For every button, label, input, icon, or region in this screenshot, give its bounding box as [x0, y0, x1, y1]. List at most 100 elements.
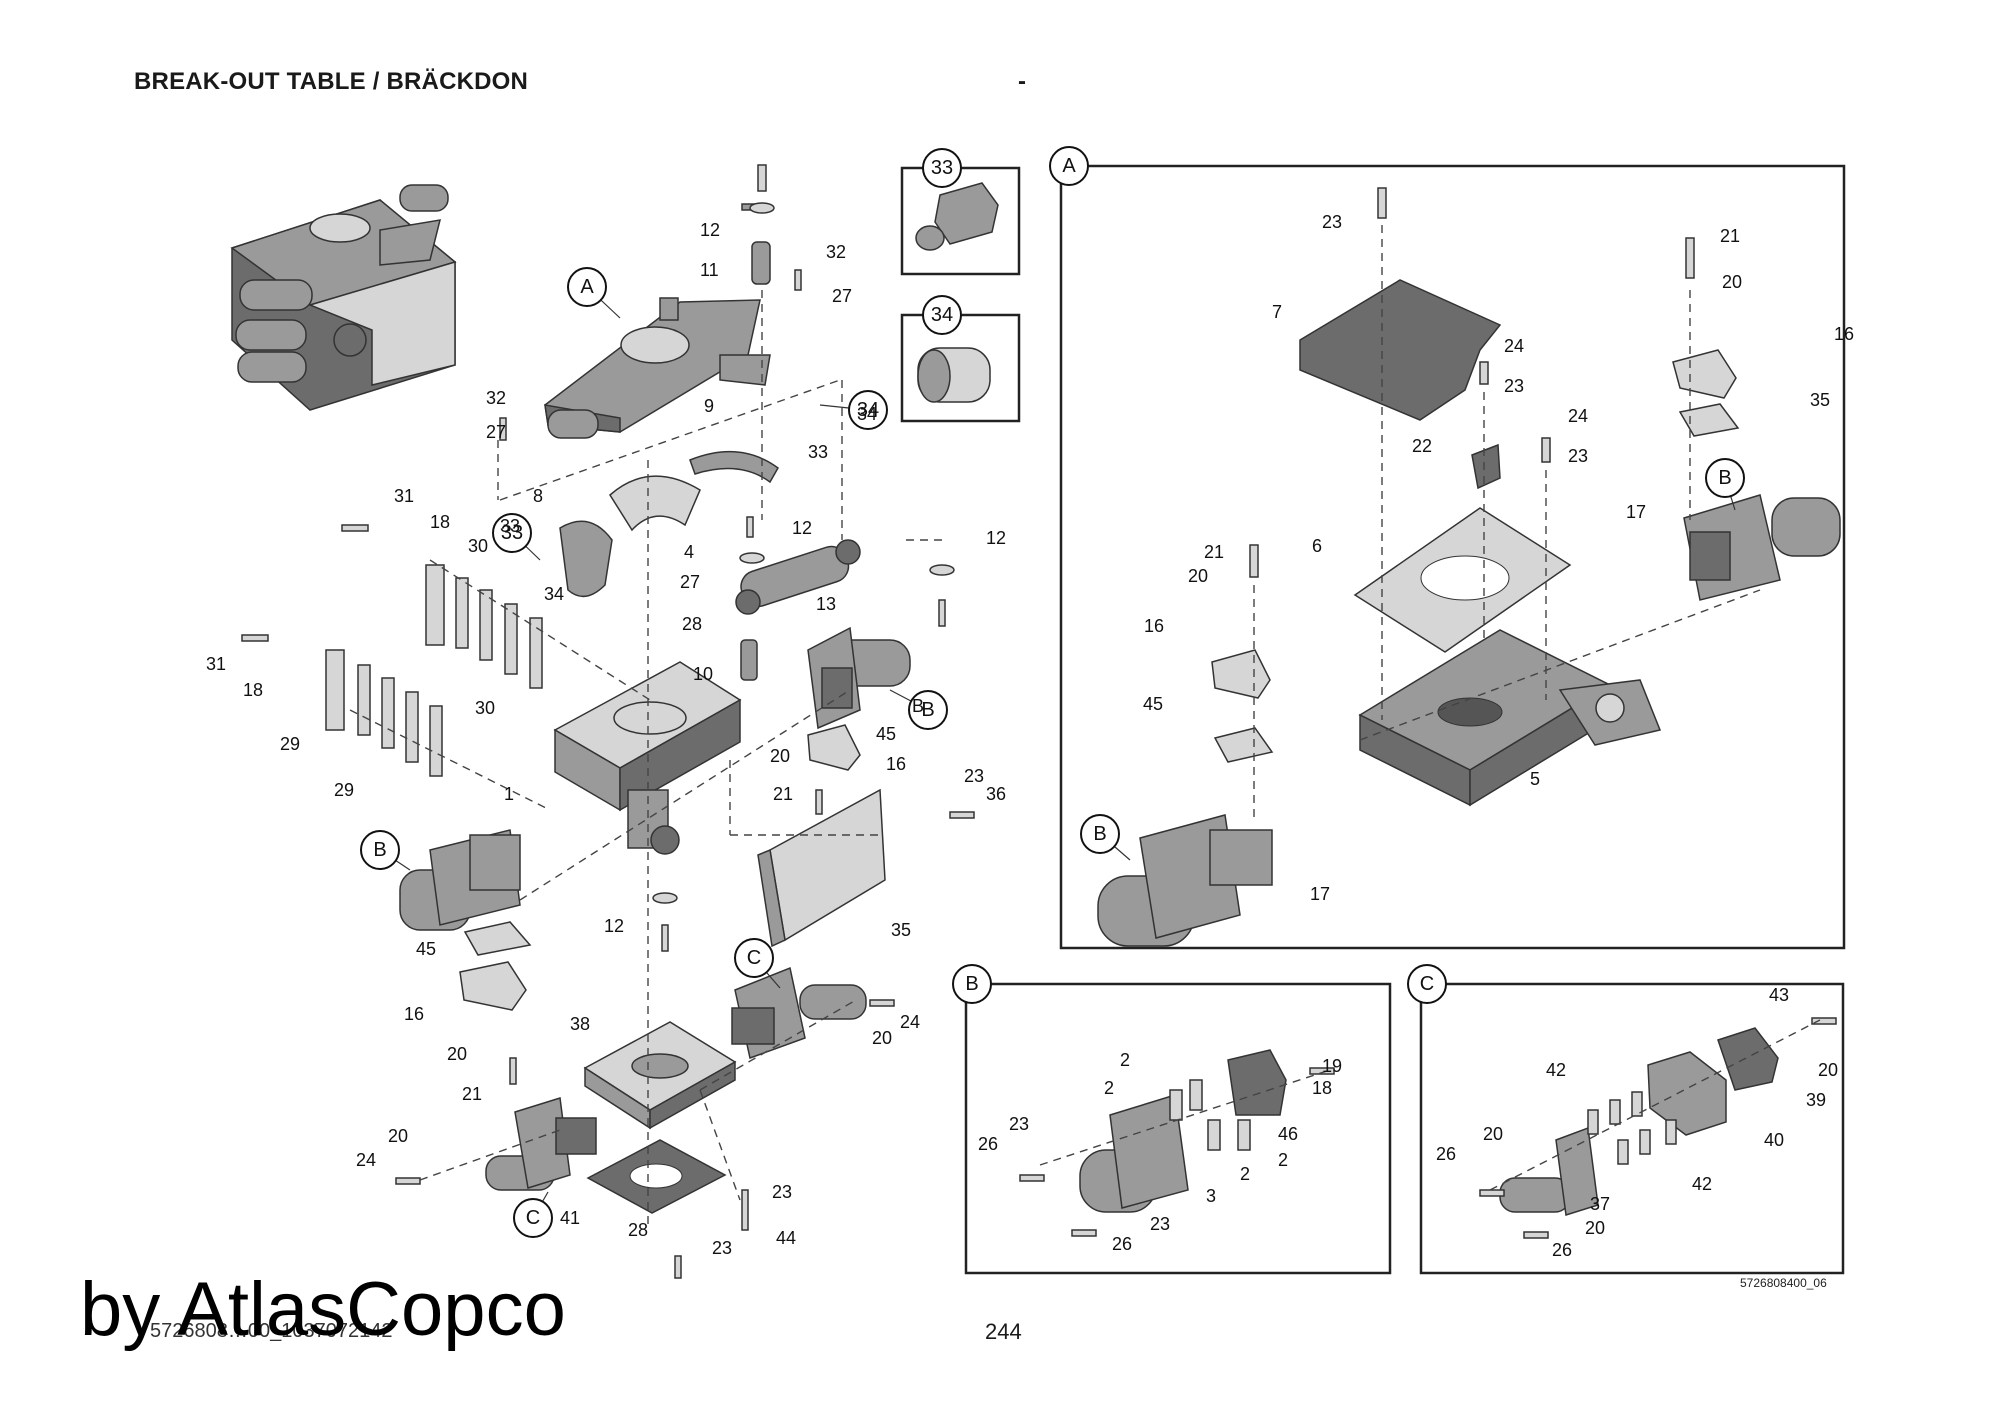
part-13-cylinder: [735, 539, 861, 615]
page-number: 244: [985, 1319, 1022, 1344]
svg-text:B: B: [965, 973, 978, 995]
part-16-clamp-lower: [459, 961, 527, 1011]
watermark: by AtlasCopco: [80, 1267, 566, 1352]
part-label-main-23: 23: [964, 766, 984, 786]
callout-main-c-secondary: C: [513, 1191, 553, 1238]
part-label-main-44: 44: [776, 1228, 796, 1248]
part-label-panel-c-43: 43: [1769, 985, 1789, 1005]
part-label-panel-a-16: 16: [1834, 324, 1854, 344]
callout-main-34-secondary: 34: [819, 390, 888, 430]
part-16-clamp-upper: [807, 724, 861, 771]
part-label-panel-a-22: 22: [1412, 436, 1432, 456]
part-label-panel-b-46: 46: [1278, 1124, 1298, 1144]
svg-text:C: C: [747, 947, 761, 969]
part-label-main-30: 30: [468, 536, 488, 556]
part-11-pin: [741, 203, 771, 285]
part-label-panel-a-23: 23: [1322, 212, 1342, 232]
svg-text:33: 33: [501, 522, 523, 544]
part-label-main-11: 11: [700, 260, 719, 280]
page-title: BREAK-OUT TABLE / BRÄCKDON: [134, 68, 529, 95]
part-label-panel-a-23: 23: [1568, 446, 1588, 466]
part-label-main-27: 27: [832, 286, 852, 306]
panel-a-frame: [1059, 164, 1846, 950]
svg-text:A: A: [580, 276, 594, 298]
assembly-lines-panel-a: [1253, 225, 1761, 820]
part-label-panel-a-23: 23: [1504, 376, 1524, 396]
part-table-top: [544, 297, 771, 439]
part-label-panel-b-23: 23: [1150, 1214, 1170, 1234]
svg-text:A: A: [1062, 155, 1076, 177]
svg-text:B: B: [921, 699, 934, 721]
panel-a-part-6-plate: [1353, 507, 1572, 653]
callout-panel-a-b-top: B: [1705, 458, 1745, 511]
part-label-panel-b-18: 18: [1312, 1078, 1332, 1098]
part-label-main-21: 21: [773, 784, 793, 804]
part-label-main-33: 33: [500, 516, 520, 536]
assembly-lines-main: [349, 290, 942, 1230]
part-label-main-24: 24: [356, 1150, 376, 1170]
svg-text:B: B: [1718, 467, 1731, 489]
part-label-panel-c-26: 26: [1552, 1240, 1572, 1260]
part-label-panel-a-20: 20: [1722, 272, 1742, 292]
svg-text:B: B: [373, 839, 386, 861]
part-label-panel-a-6: 6: [1312, 536, 1322, 556]
part-4-ring: [609, 475, 701, 532]
part-label-panel-b-2: 2: [1240, 1164, 1250, 1184]
callout-main-b: B: [360, 830, 411, 871]
part-label-panel-a-7: 7: [1272, 302, 1282, 322]
part-label-panel-a-17: 17: [1310, 884, 1330, 904]
part-label-panel-b-2: 2: [1104, 1078, 1114, 1098]
callout-panels-b: B: [952, 964, 992, 1004]
part-label-panel-c-37: 37: [1590, 1194, 1610, 1214]
panel-a-part-45-plate: [1213, 403, 1740, 763]
part-label-main-30: 30: [475, 698, 495, 718]
callout-panel-a-b-bottom: B: [1080, 814, 1131, 861]
part-label-main-23: 23: [772, 1182, 792, 1202]
part-label-panel-b-23: 23: [1009, 1114, 1029, 1134]
part-label-main-21: 21: [462, 1084, 482, 1104]
part-label-main-33: 33: [808, 442, 828, 462]
part-41-gasket: [586, 1139, 727, 1214]
callout-main-c: C: [734, 938, 781, 989]
part-label-main-45: 45: [876, 724, 896, 744]
part-label-main-12: 12: [700, 220, 720, 240]
part-label-main-24: 24: [900, 1012, 920, 1032]
panel-b-parts: [1019, 1049, 1335, 1237]
part-label-panel-a-24: 24: [1568, 406, 1588, 426]
svg-text:C: C: [1420, 973, 1434, 995]
part-label-panel-a-20: 20: [1188, 566, 1208, 586]
svg-text:B: B: [1093, 823, 1106, 845]
part-label-panel-a-21: 21: [1204, 542, 1224, 562]
part-label-main-23: 23: [712, 1238, 732, 1258]
part-label-panel-a-35: 35: [1810, 390, 1830, 410]
part-B-cylinder-upper: [807, 626, 911, 730]
svg-text:34: 34: [931, 304, 953, 326]
panel-a-part-5-body: [1358, 629, 1662, 807]
part-label-main-20: 20: [447, 1044, 467, 1064]
panel-c-frame: [1419, 982, 1845, 1275]
part-label-main-16: 16: [404, 1004, 424, 1024]
part-label-main-45: 45: [416, 939, 436, 959]
part-label-main-31: 31: [206, 654, 226, 674]
header-dash: -: [1018, 68, 1026, 95]
assembled-unit-illustration: [230, 184, 457, 411]
part-label-panel-c-20: 20: [1483, 1124, 1503, 1144]
part-label-main-18: 18: [243, 680, 263, 700]
callout-main-34: 34: [922, 295, 962, 335]
part-label-main-34: 34: [544, 584, 564, 604]
part-label-panel-c-42: 42: [1546, 1060, 1566, 1080]
footer-id: 5726808…00_1037072142: [150, 1320, 393, 1342]
part-label-panel-b-2: 2: [1278, 1150, 1288, 1170]
part-30-spacer-plates: [325, 564, 543, 777]
part-label-panel-b-2: 2: [1120, 1050, 1130, 1070]
part-label-panel-c-20: 20: [1818, 1060, 1838, 1080]
part-label-main-32: 32: [826, 242, 846, 262]
panel-a-part-17-cylinder-bottom: [1097, 814, 1273, 947]
panel-a-part-7-plate: [1299, 279, 1502, 421]
part-C-cylinder-upper: [731, 966, 867, 1059]
panel-a-part-17-cylinder-top: [1683, 494, 1841, 601]
part-label-panel-b-19: 19: [1322, 1056, 1342, 1076]
part-label-main-10: 10: [693, 664, 713, 684]
part-label-main-12: 12: [792, 518, 812, 538]
